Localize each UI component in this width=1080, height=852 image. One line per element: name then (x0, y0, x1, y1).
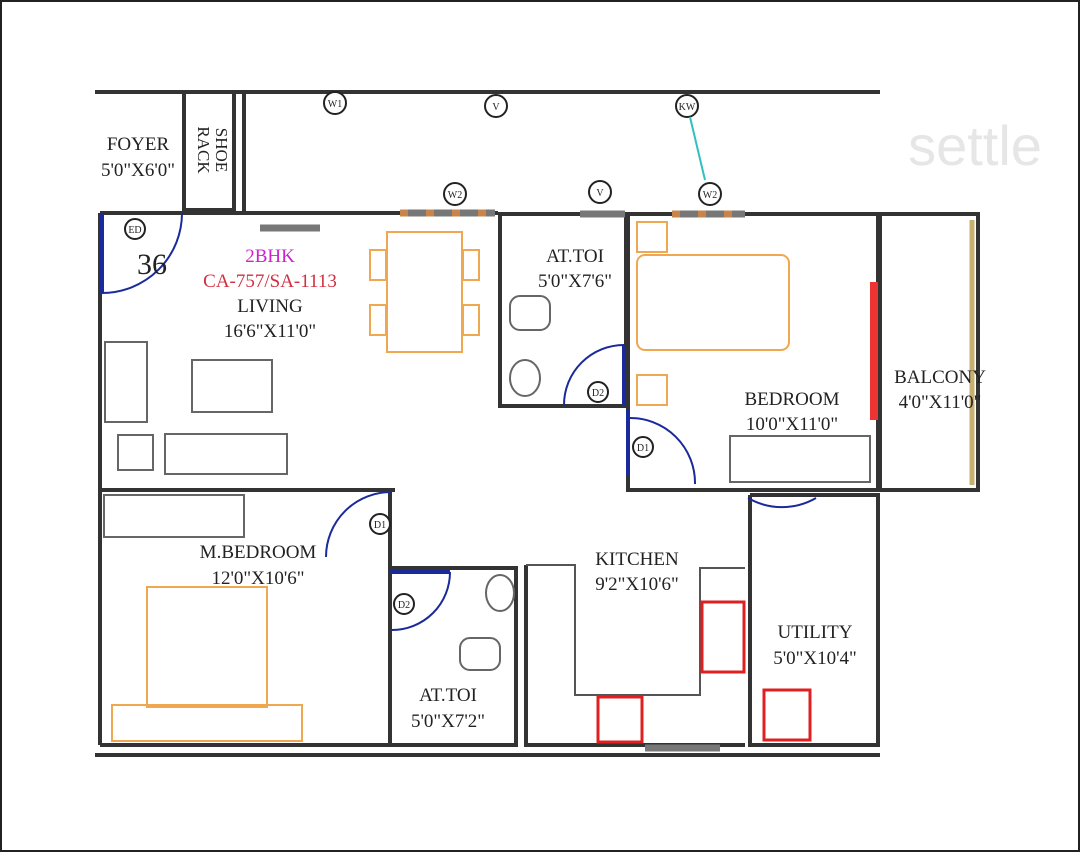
washbasin-icon (509, 359, 541, 397)
stove-icon (700, 600, 746, 674)
kitchen-size: 9'2"X10'6" (595, 574, 679, 595)
tag-d2: D2 (393, 593, 415, 615)
svg-text:W1: W1 (328, 99, 342, 110)
balcony-walls (878, 212, 980, 492)
svg-text:D2: D2 (592, 388, 604, 399)
center-table-icon (191, 359, 273, 413)
tag-d1: D1 (369, 513, 391, 535)
tag-w2: W2 (698, 182, 722, 206)
tag-kw: KW (675, 94, 699, 118)
tag-w2: W2 (443, 182, 467, 206)
watermark: settle (908, 114, 1042, 177)
utility-walls (748, 493, 880, 747)
bedroom-label: BEDROOM (744, 389, 839, 410)
washbasin-icon (485, 574, 515, 612)
toilet-2-walls (388, 566, 518, 747)
toilet-1-label: AT.TOI (546, 246, 604, 267)
living-size: 16'6"X11'0" (224, 321, 316, 342)
unit-number: 36 (137, 248, 167, 281)
kitchen-label: KITCHEN (595, 549, 679, 570)
toilet-2-label: AT.TOI (419, 685, 477, 706)
balcony-size: 4'0"X11'0" (899, 392, 982, 413)
mbedroom-label: M.BEDROOM (200, 542, 317, 563)
foyer-label: FOYER (107, 134, 170, 155)
wc-icon (459, 637, 501, 671)
bed-icon (636, 254, 790, 351)
shoe-label: SHOE (212, 128, 231, 172)
bed-icon (146, 586, 268, 708)
tag-ed: ED (124, 218, 146, 240)
washing-machine-icon (762, 688, 812, 742)
svg-text:D2: D2 (398, 600, 410, 611)
wardrobe-icon (729, 435, 871, 483)
toilet-1-walls (498, 212, 628, 408)
svg-text:ED: ED (128, 225, 141, 236)
shoe-rack (182, 90, 236, 212)
mbedroom-size: 12'0"X10'6" (211, 568, 304, 589)
svg-text:W2: W2 (703, 190, 717, 201)
utility-door (747, 497, 817, 509)
svg-text:D1: D1 (637, 443, 649, 454)
balcony-label: BALCONY (894, 367, 986, 388)
foyer-size: 5'0"X6'0" (101, 160, 175, 181)
dining-table-icon (386, 231, 463, 353)
mbedroom-door (325, 490, 393, 558)
tag-d2: D2 (587, 381, 609, 403)
svg-text:V: V (596, 188, 604, 199)
utility-size: 5'0"X10'4" (773, 648, 857, 669)
sofa-icon (164, 433, 288, 475)
tag-v: V (484, 94, 508, 118)
tag-v: V (588, 180, 612, 204)
rack-label: RACK (194, 126, 213, 174)
svg-text:D1: D1 (374, 520, 386, 531)
tag-d1: D1 (632, 436, 654, 458)
tag-w1: W1 (323, 91, 347, 115)
utility-label: UTILITY (778, 622, 853, 643)
dimension-line (689, 116, 706, 181)
kitchen-counter (526, 564, 745, 696)
side-table-icon (117, 434, 154, 471)
unit-type: 2BHK (245, 246, 295, 267)
sofa-icon (104, 341, 148, 423)
living-label: LIVING (237, 296, 303, 317)
toilet-2-size: 5'0"X7'2" (411, 711, 485, 732)
bedroom-size: 10'0"X11'0" (746, 414, 838, 435)
sink-icon (596, 695, 644, 744)
wardrobe-icon (103, 494, 245, 538)
unit-area: CA-757/SA-1113 (203, 271, 337, 292)
svg-text:W2: W2 (448, 190, 462, 201)
svg-text:V: V (492, 102, 500, 113)
toilet-1-size: 5'0"X7'6" (538, 271, 612, 292)
wc-icon (509, 295, 551, 331)
svg-text:KW: KW (679, 102, 696, 113)
